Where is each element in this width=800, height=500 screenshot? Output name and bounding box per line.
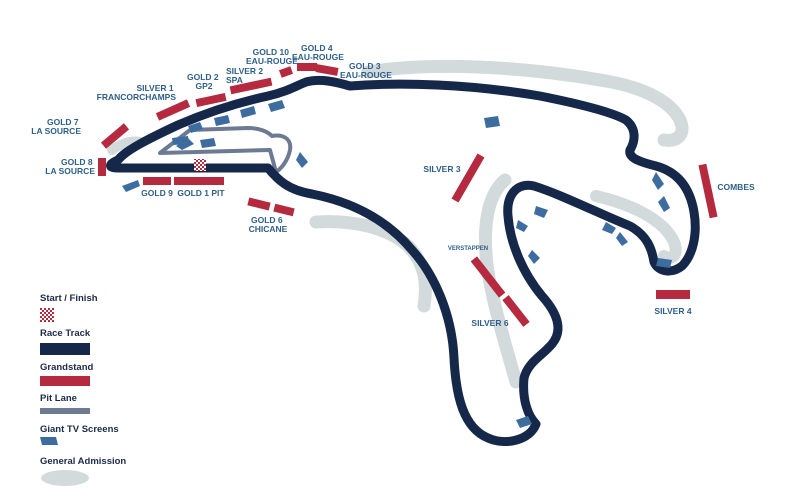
legend-race-track-label: Race Track <box>40 328 91 339</box>
label-silver3: SILVER 3 <box>423 164 460 174</box>
grandstand-gold1 <box>174 177 224 185</box>
start-finish-flag <box>194 159 206 171</box>
ga-kemmel-area <box>361 59 689 147</box>
legend-grandstand-swatch <box>40 376 90 386</box>
tv-screen-icon <box>188 122 203 133</box>
tv-screen-icon <box>528 250 540 264</box>
label-silver1-line1: SILVER 1 <box>136 83 173 93</box>
label-gold2: GOLD 2 GP2 <box>187 72 221 91</box>
grandstand-silver1 <box>155 99 191 121</box>
label-gold8-line1: GOLD 8 <box>61 157 93 167</box>
label-gold6: GOLD 6 CHICANE <box>249 215 288 234</box>
legend-tv-screen-icon <box>40 437 58 445</box>
legend-pit-lane-label: Pit Lane <box>40 393 77 404</box>
label-verstappen: VERSTAPPEN <box>448 246 488 252</box>
grandstand-silver3 <box>451 153 485 203</box>
legend-tv-screens-label: Giant TV Screens <box>40 424 119 435</box>
grandstand-gold6 <box>247 197 271 211</box>
label-gold3: GOLD 3 EAU-ROUGE <box>340 61 392 80</box>
label-gold2-line1: GOLD 2 <box>187 72 219 82</box>
legend-start-finish-swatch <box>40 308 54 322</box>
tv-screen-icon <box>268 100 285 112</box>
general-admission-areas <box>41 59 689 486</box>
label-gold6-line2: CHICANE <box>249 224 288 234</box>
tv-screen-icon <box>658 196 670 212</box>
tv-screen-icon <box>484 116 500 128</box>
label-gold10-line2: EAU-ROUGE <box>246 56 298 66</box>
grandstand-silver6 <box>502 295 530 327</box>
tv-screen-icon <box>602 222 616 234</box>
tv-screens <box>122 100 672 428</box>
label-silver2: SILVER 2 SPA <box>226 66 266 85</box>
ga-combes-area <box>590 190 682 264</box>
grandstand-gold4 <box>297 63 317 71</box>
label-gold10-line1: GOLD 10 <box>253 47 290 57</box>
ga-chicane-area <box>309 215 432 313</box>
grandstand-gold2 <box>195 92 227 108</box>
label-gold8-line2: LA SOURCE <box>45 166 95 176</box>
label-silver2-line2: SPA <box>226 75 243 85</box>
legend-start-finish-label: Start / Finish <box>40 293 98 304</box>
tv-screen-icon <box>214 115 230 126</box>
grandstands <box>98 63 718 327</box>
label-silver2-line1: SILVER 2 <box>226 66 263 76</box>
tv-screen-icon <box>616 232 628 246</box>
label-gold6-line1: GOLD 6 <box>251 215 283 225</box>
grandstand-gold3 <box>315 64 339 76</box>
grandstand-verstappen <box>470 256 506 298</box>
label-gold1: GOLD 1 PIT <box>177 188 225 198</box>
legend-grandstand-label: Grandstand <box>40 362 94 373</box>
tv-screen-icon <box>516 220 528 232</box>
label-gold8: GOLD 8 LA SOURCE <box>45 157 95 176</box>
grandstand-gold6b <box>273 203 295 217</box>
legend: Start / Finish Race Track Grandstand Pit… <box>40 293 126 467</box>
label-silver1-line2: FRANCORCHAMPS <box>97 92 177 102</box>
tv-screen-icon <box>240 106 256 118</box>
legend-race-track-swatch <box>40 343 90 355</box>
label-gold3-line1: GOLD 3 <box>349 61 381 71</box>
label-silver6: SILVER 6 <box>471 318 508 328</box>
grandstand-gold7 <box>100 123 130 149</box>
tv-screen-icon <box>516 416 532 428</box>
legend-general-admission-label: General Admission <box>40 456 126 467</box>
grandstand-labels: GOLD 10 EAU-ROUGE GOLD 4 EAU-ROUGE GOLD … <box>31 43 755 328</box>
grandstand-silver2 <box>229 77 273 95</box>
ga-legend-swatch <box>41 470 89 486</box>
label-gold7-line1: GOLD 7 <box>47 117 79 127</box>
tv-screen-icon <box>296 152 308 168</box>
label-combes: COMBES <box>717 182 755 192</box>
race-track <box>106 75 700 446</box>
pit-lane <box>158 126 293 174</box>
tv-screen-icon <box>652 172 664 190</box>
label-gold7: GOLD 7 LA SOURCE <box>31 117 81 136</box>
label-gold4-line2: EAU-ROUGE <box>292 52 344 62</box>
label-gold10: GOLD 10 EAU-ROUGE <box>246 47 298 66</box>
label-gold4-line1: GOLD 4 <box>301 43 333 53</box>
grandstand-combes <box>698 163 718 219</box>
label-silver4: SILVER 4 <box>654 306 691 316</box>
label-gold9: GOLD 9 <box>141 188 173 198</box>
label-gold3-line2: EAU-ROUGE <box>340 70 392 80</box>
label-gold2-line2: GP2 <box>195 81 212 91</box>
label-gold7-line2: LA SOURCE <box>31 126 81 136</box>
grandstand-silver4 <box>656 290 690 299</box>
tv-screen-icon <box>122 180 140 192</box>
label-gold4: GOLD 4 EAU-ROUGE <box>292 43 344 62</box>
label-silver1: SILVER 1 FRANCORCHAMPS <box>97 83 177 102</box>
grandstand-gold8 <box>98 158 106 176</box>
tv-screen-icon <box>656 258 672 268</box>
tv-screen-icon <box>172 136 189 145</box>
grandstand-gold10 <box>278 66 294 78</box>
tv-screen-icon <box>534 206 548 218</box>
tv-screen-icon <box>200 138 216 148</box>
legend-pit-lane-swatch <box>40 408 90 414</box>
grandstand-gold9 <box>143 177 171 185</box>
